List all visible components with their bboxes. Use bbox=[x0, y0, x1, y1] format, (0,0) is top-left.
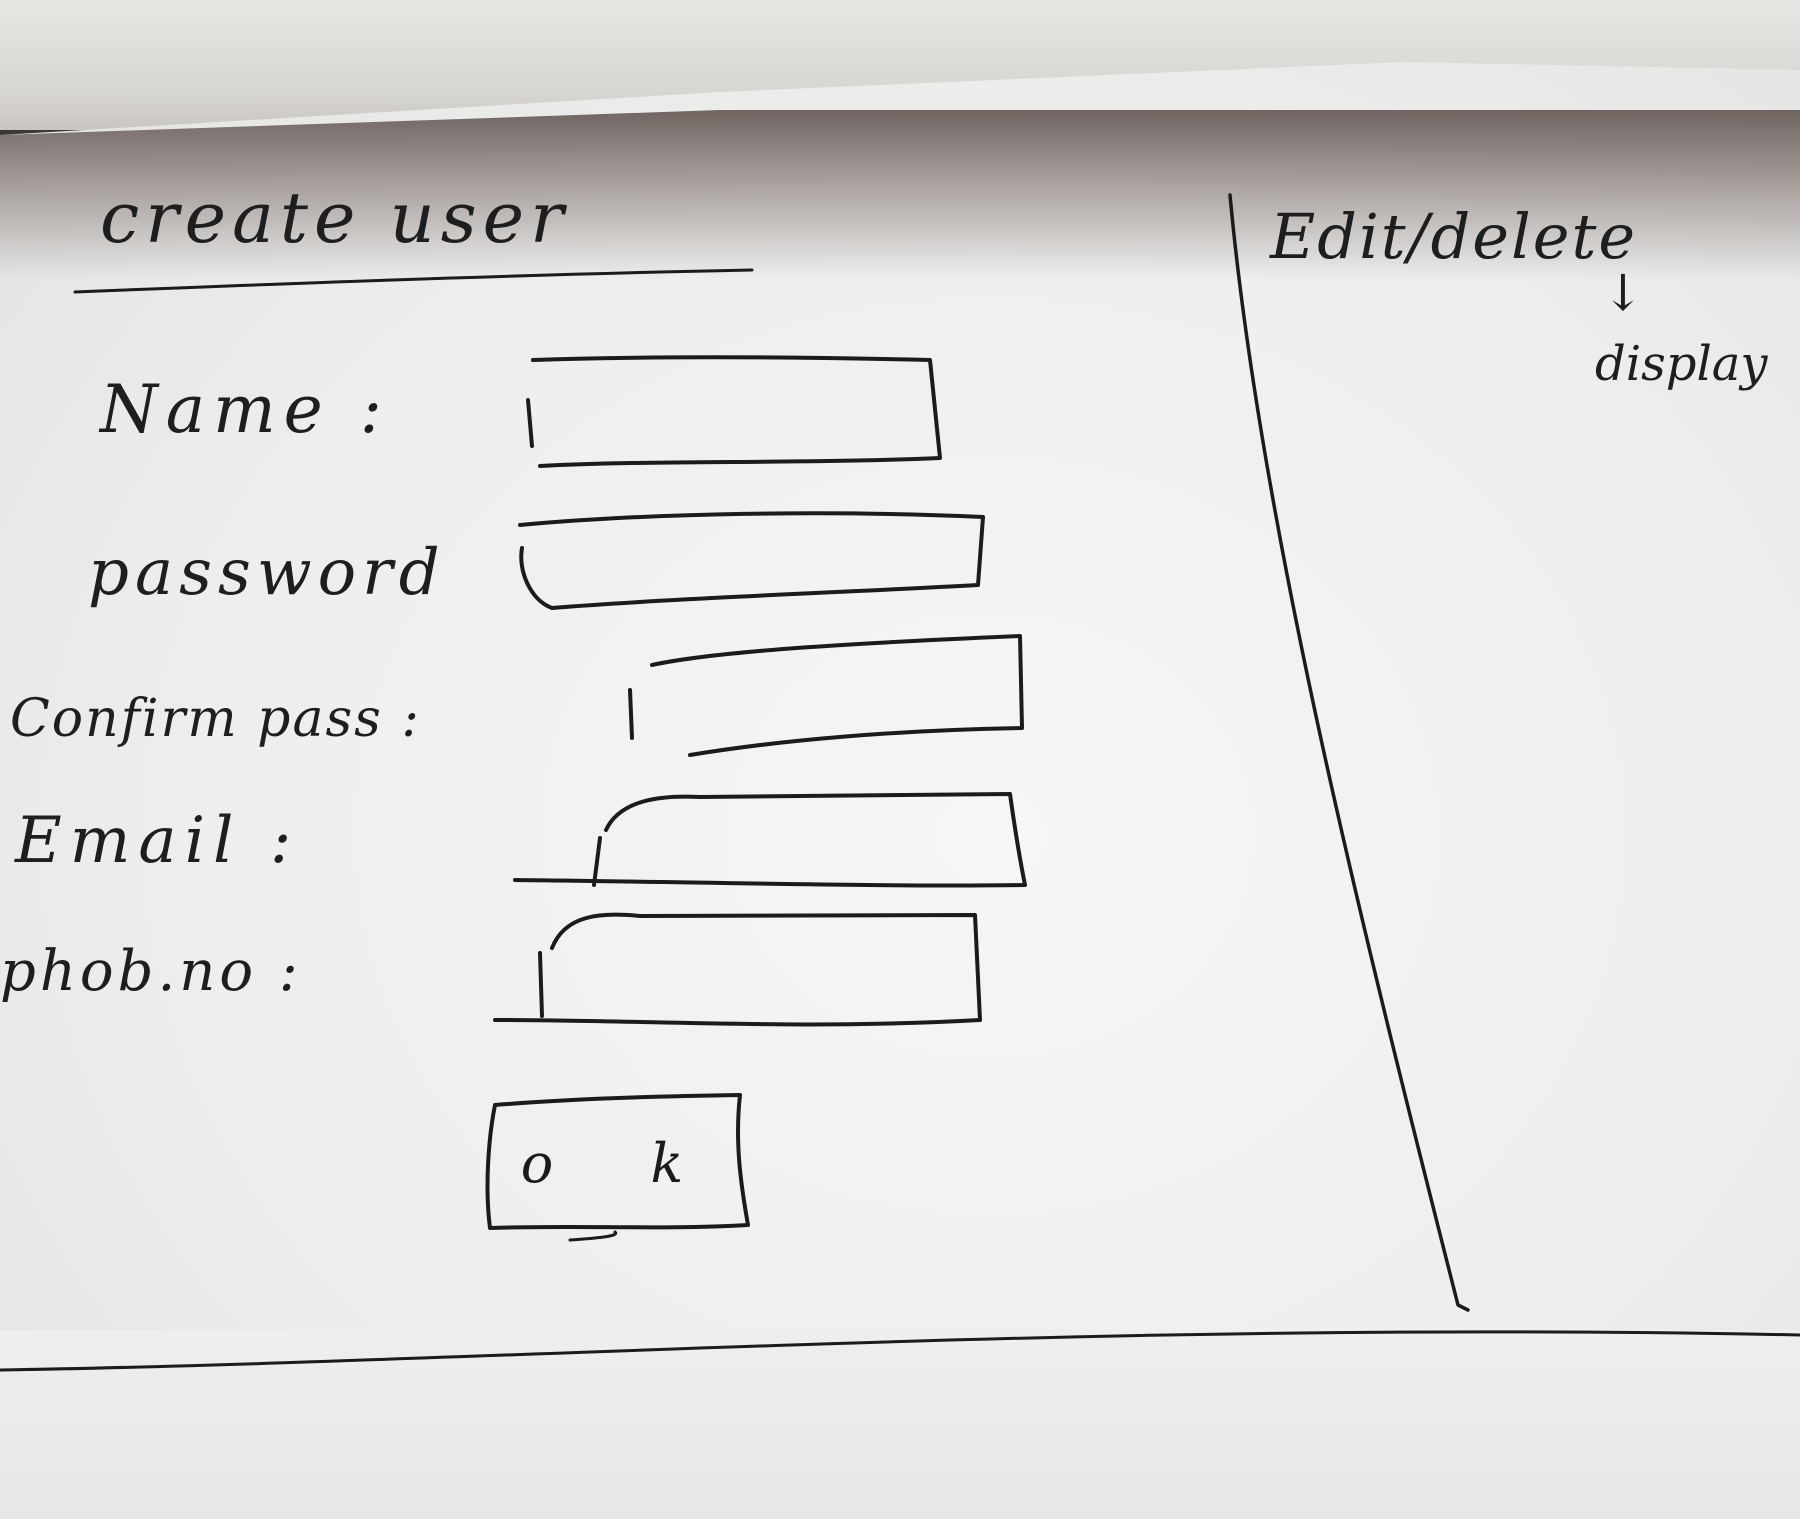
confirm-password-input[interactable] bbox=[660, 650, 1015, 742]
confirm-password-label: Confirm pass : bbox=[10, 689, 421, 749]
ok-button-underline bbox=[568, 1230, 618, 1242]
phone-label: phob.no : bbox=[0, 939, 302, 1004]
password-input[interactable] bbox=[548, 522, 973, 602]
name-label: Name : bbox=[98, 371, 390, 448]
name-input-cursor bbox=[526, 398, 534, 448]
form-title: create user bbox=[100, 177, 570, 259]
phone-input-cursor bbox=[538, 951, 544, 1018]
side-panel-subtitle: display bbox=[1595, 336, 1768, 392]
title-underline bbox=[73, 268, 754, 294]
panel-divider-line bbox=[1228, 193, 1470, 1312]
confirm-input-cursor bbox=[628, 688, 634, 740]
down-arrow-icon: ↓ bbox=[1602, 264, 1644, 322]
email-input-cursor bbox=[592, 836, 602, 887]
user-list-display-panel[interactable] bbox=[1300, 420, 1780, 1300]
ok-button[interactable]: o k bbox=[500, 1102, 744, 1224]
side-panel-title: Edit/delete bbox=[1269, 200, 1637, 273]
password-label: password bbox=[88, 536, 446, 610]
email-input-outline bbox=[513, 792, 1027, 888]
name-input[interactable] bbox=[545, 368, 930, 456]
page-bottom-line bbox=[0, 1330, 1800, 1372]
email-input[interactable] bbox=[610, 802, 1015, 882]
email-label: Email : bbox=[14, 804, 299, 878]
phone-input-outline bbox=[493, 912, 982, 1027]
phone-input[interactable] bbox=[555, 922, 975, 1016]
ok-button-outline bbox=[485, 1093, 750, 1230]
name-input-outline bbox=[531, 355, 942, 468]
